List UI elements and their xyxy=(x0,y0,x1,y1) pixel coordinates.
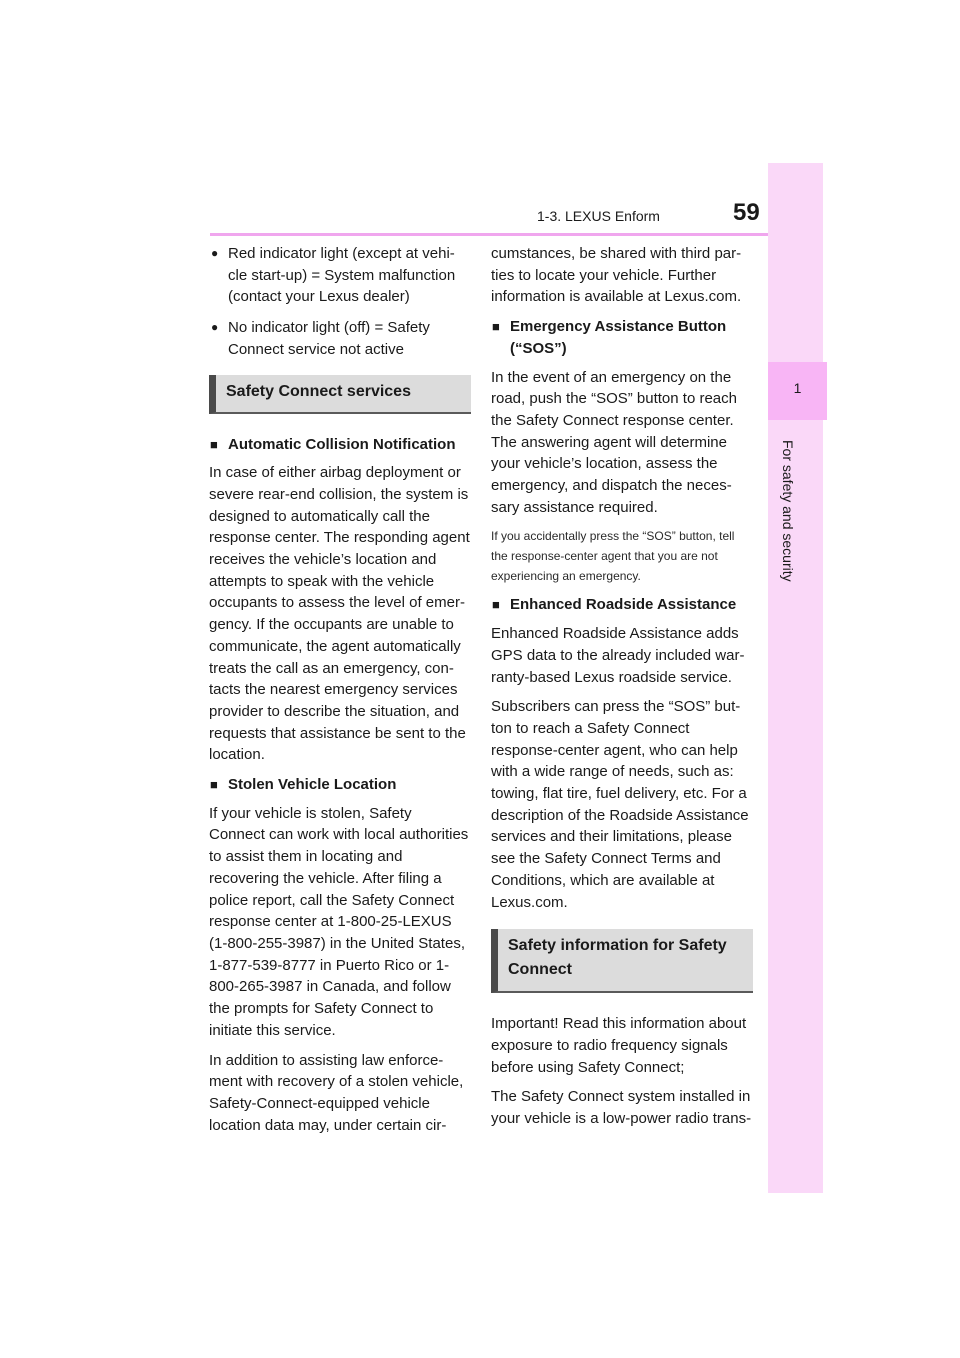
paragraph-info-2: The Safety Connect system installed in y… xyxy=(491,1088,752,1128)
section-heading-safety-info: Safety information for Safety Connect xyxy=(491,929,753,994)
page-number: 59 xyxy=(733,199,760,226)
paragraph-acn: In case of either airbag deployment or s… xyxy=(209,464,470,764)
left-column: ● Red indicator light (except at vehi-cl… xyxy=(209,243,471,1144)
bullet-icon: ● xyxy=(211,320,219,335)
paragraph-era-2: Subscribers can press the “SOS” but-ton … xyxy=(491,698,749,911)
subheading-svl: ■ Stolen Vehicle Location xyxy=(209,774,471,796)
bullet-text: Red indicator light (except at vehi-cle … xyxy=(228,245,456,306)
subheading-text: Stolen Vehicle Location xyxy=(228,776,397,794)
paragraph-continued: cumstances, be shared with third par-tie… xyxy=(491,245,742,306)
bullet-icon: ● xyxy=(211,246,219,260)
paragraph-sos: In the event of an emergency on the road… xyxy=(491,368,737,516)
chapter-tab xyxy=(768,362,827,420)
chapter-title: For safety and security xyxy=(780,440,796,582)
header-section-title: 1-3. LEXUS Enform xyxy=(537,208,660,224)
subheading-acn: ■ Automatic Collision Notification xyxy=(209,434,471,456)
subheading-text: Automatic Collision Notification xyxy=(228,435,456,453)
subheading-sos: ■ Emergency Assistance Button (“SOS”) xyxy=(491,316,753,359)
subheading-text: Emergency Assistance Button (“SOS”) xyxy=(510,318,727,357)
square-bullet-icon: ■ xyxy=(492,319,500,335)
paragraph-info-1: Important! Read this information about e… xyxy=(491,1015,747,1076)
header-rule xyxy=(210,233,768,236)
note-sos: If you accidentally press the “SOS” butt… xyxy=(491,529,735,584)
square-bullet-icon: ■ xyxy=(210,777,218,793)
subheading-era: ■ Enhanced Roadside Assistance xyxy=(491,594,753,616)
list-item: ● Red indicator light (except at vehi-cl… xyxy=(209,243,471,308)
square-bullet-icon: ■ xyxy=(210,436,218,452)
bullet-text: No indicator light (off) = Safety Connec… xyxy=(228,319,430,358)
list-item: ● No indicator light (off) = Safety Conn… xyxy=(209,317,471,360)
subheading-text: Enhanced Roadside Assistance xyxy=(510,596,737,614)
paragraph-svl: If your vehicle is stolen, Safety Connec… xyxy=(209,804,469,1039)
right-column: cumstances, be shared with third par-tie… xyxy=(491,243,753,1138)
paragraph-era-1: Enhanced Roadside Assistance adds GPS da… xyxy=(491,625,745,686)
side-strip xyxy=(768,163,823,1193)
paragraph-svl-2: In addition to assisting law enforce-men… xyxy=(209,1051,464,1134)
section-heading-services: Safety Connect services xyxy=(209,374,471,414)
square-bullet-icon: ■ xyxy=(492,597,500,613)
chapter-number: 1 xyxy=(793,380,802,396)
